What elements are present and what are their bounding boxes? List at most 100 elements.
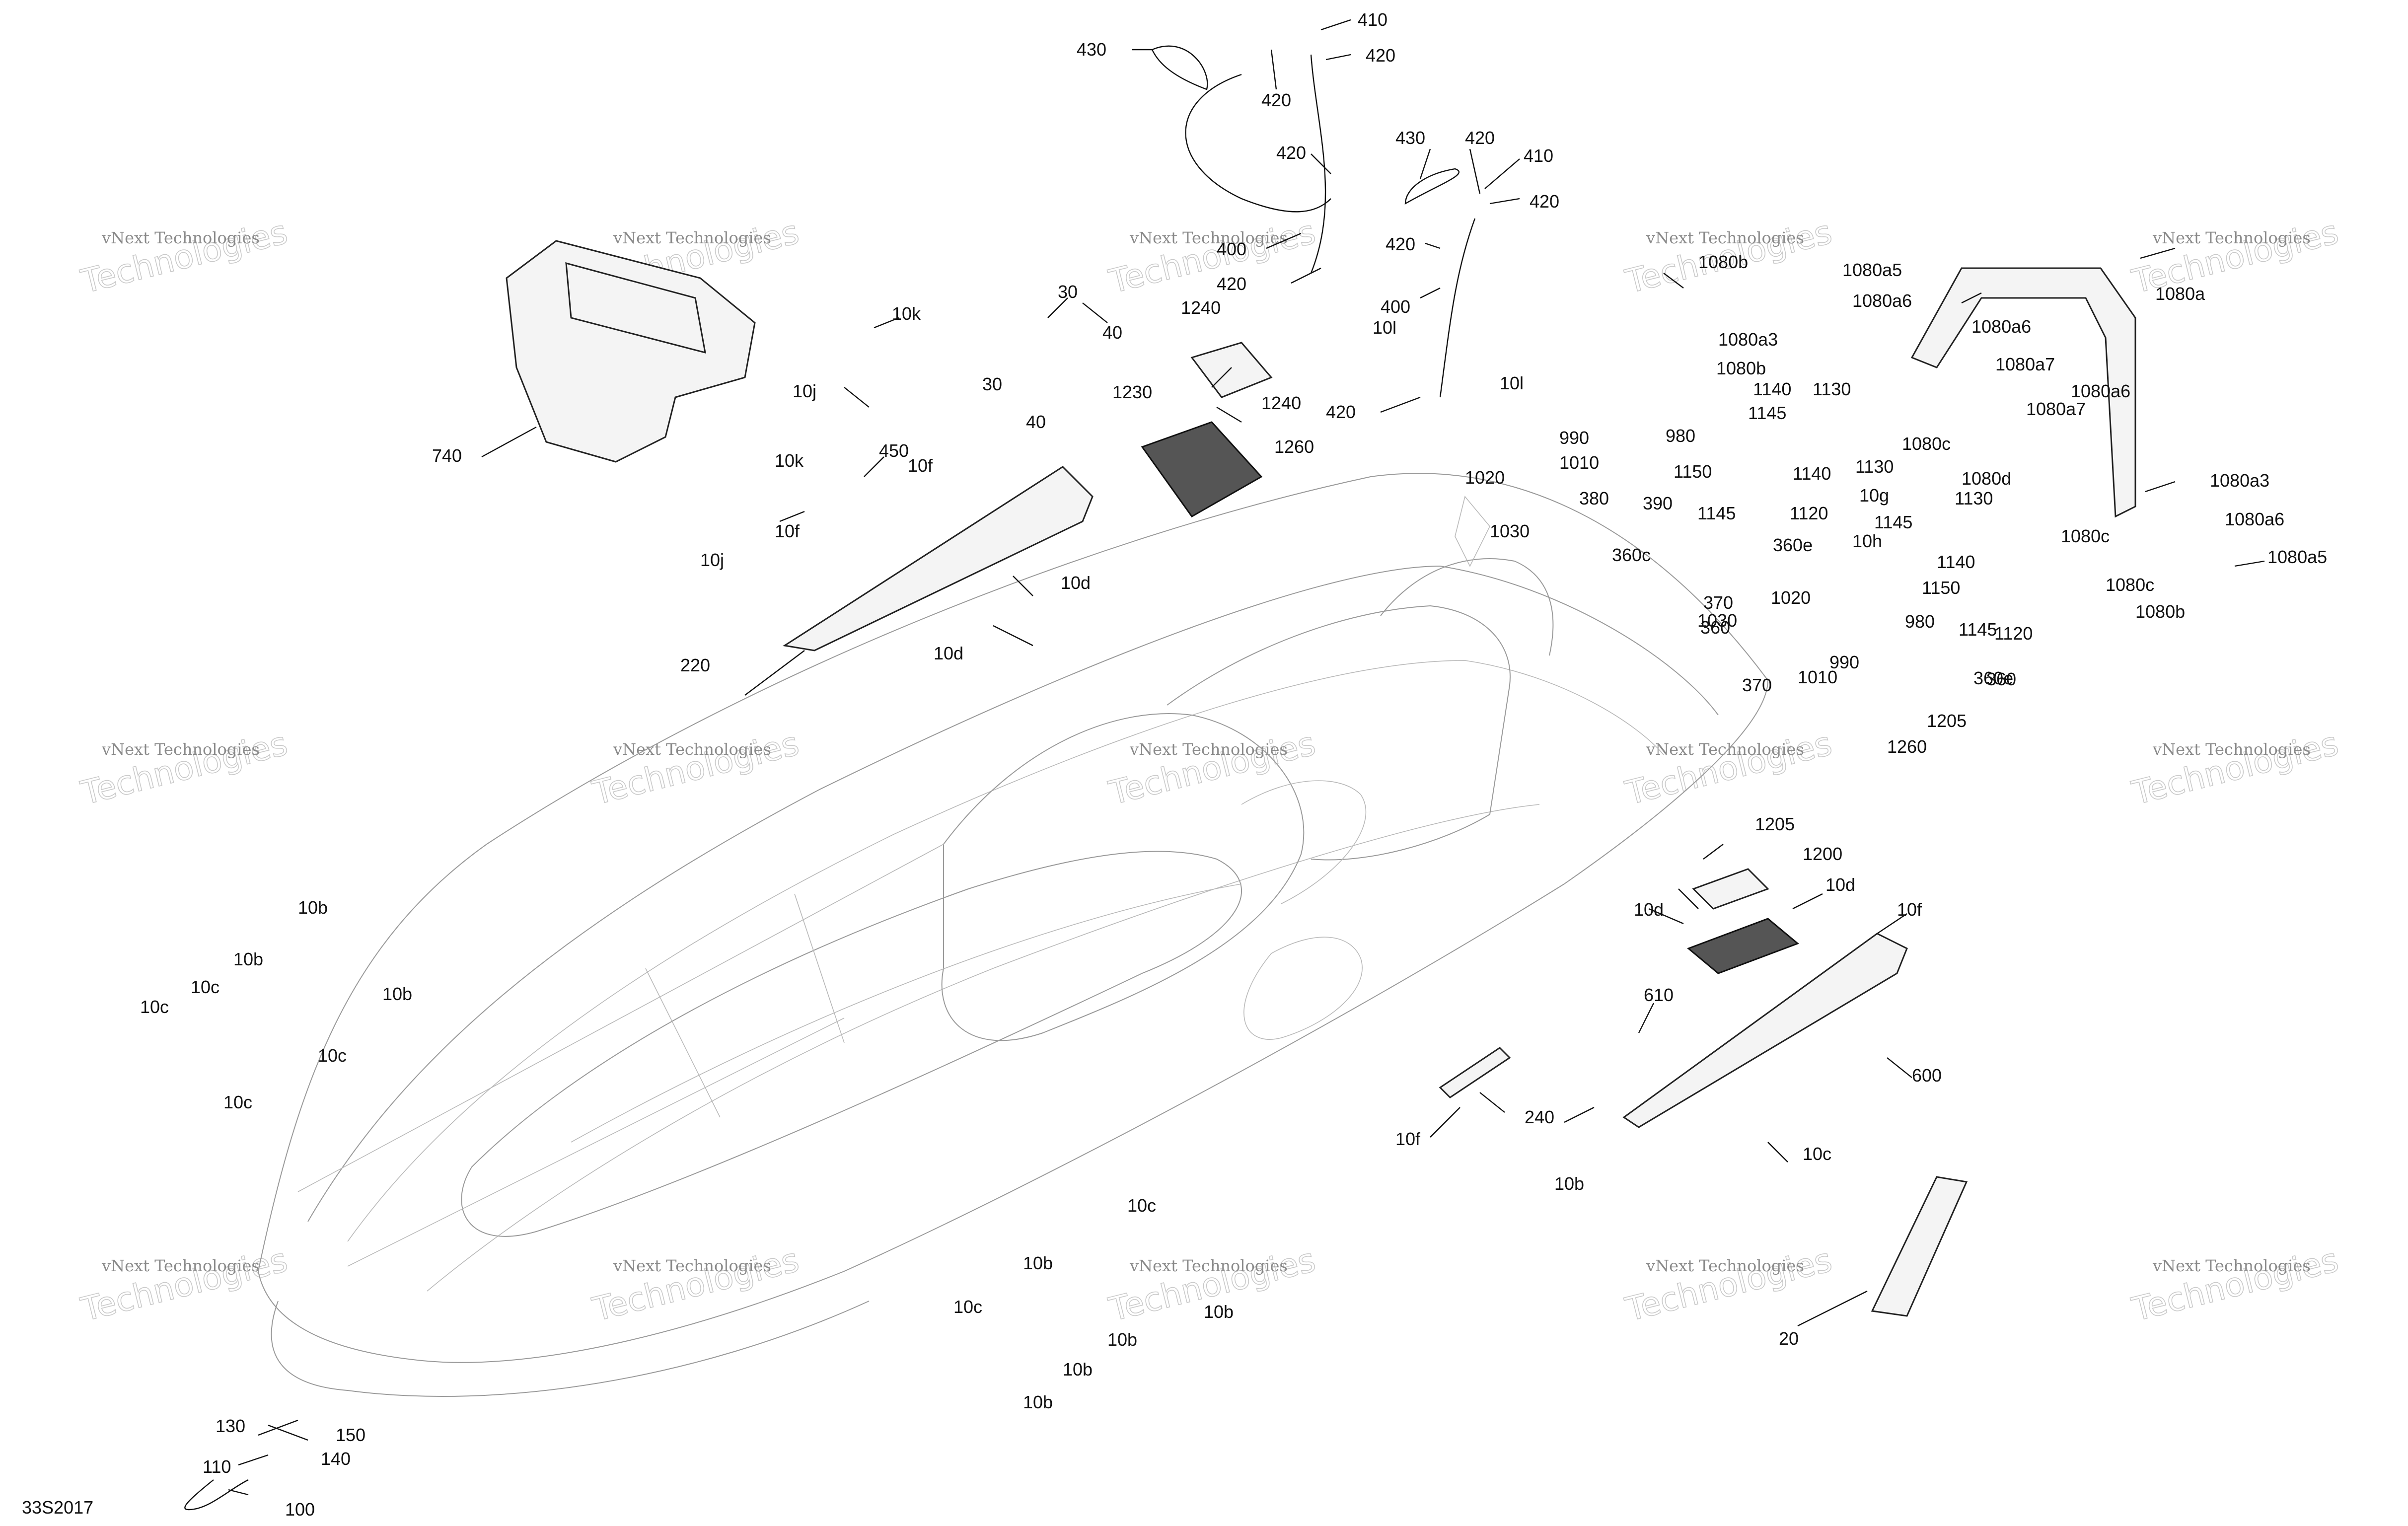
callout: 1080a5 bbox=[2267, 547, 2327, 567]
callout: 420 bbox=[1386, 234, 1415, 254]
callout: 1080a6 bbox=[1852, 291, 1912, 311]
callout: 1130 bbox=[1813, 379, 1851, 399]
callout: 1080b bbox=[2135, 601, 2185, 622]
callout: 1145 bbox=[1748, 403, 1786, 423]
callout: 420 bbox=[1326, 402, 1356, 422]
callout: 240 bbox=[1525, 1107, 1554, 1127]
callout: 1205 bbox=[1755, 814, 1795, 834]
watermark-text-large: Technologies bbox=[1105, 213, 1319, 301]
callout: 10c bbox=[140, 997, 169, 1017]
handle-1080a bbox=[1910, 267, 2136, 518]
callout: 990 bbox=[1829, 652, 1859, 672]
callout: 10c bbox=[1127, 1195, 1156, 1216]
plate-1200 bbox=[1687, 918, 1799, 974]
callout: 1140 bbox=[1793, 463, 1831, 484]
callout: 100 bbox=[285, 1499, 315, 1520]
callout: 1080a5 bbox=[1842, 260, 1902, 280]
callout: 1240 bbox=[1261, 393, 1301, 413]
callout: 1120 bbox=[1790, 503, 1828, 523]
callout: 360e bbox=[1773, 535, 1813, 555]
callout: 1080a6 bbox=[2071, 381, 2130, 401]
callout: 10c bbox=[223, 1092, 252, 1112]
watermark-text-large: Technologies bbox=[588, 724, 803, 812]
callout: 1130 bbox=[1855, 456, 1894, 477]
callout: 10k bbox=[775, 450, 804, 471]
callout: 10b bbox=[298, 897, 328, 918]
watermark-text-large: Technologies bbox=[77, 1240, 291, 1329]
callout: 1030 bbox=[1697, 610, 1737, 631]
callout: 1010 bbox=[1798, 667, 1837, 687]
callout: 420 bbox=[1465, 128, 1495, 148]
callout: 10k bbox=[892, 303, 921, 324]
callout: 1260 bbox=[1274, 436, 1314, 457]
callout: 980 bbox=[1905, 611, 1935, 632]
callout: 420 bbox=[1530, 191, 1559, 212]
callout: 1240 bbox=[1181, 297, 1221, 318]
callout: 10b bbox=[1063, 1359, 1093, 1380]
watermark-text-large: Technologies bbox=[1105, 724, 1319, 812]
callout: 1080a3 bbox=[2210, 470, 2269, 491]
watermark-text: vNext Technologies bbox=[1646, 1256, 1804, 1275]
watermark-text: vNext Technologies bbox=[613, 1256, 771, 1275]
callout: 220 bbox=[680, 655, 710, 675]
callout: 1140 bbox=[1937, 552, 1975, 572]
callout: 1140 bbox=[1753, 379, 1791, 399]
callout: 10b bbox=[1204, 1302, 1234, 1322]
callout: 10h bbox=[1852, 531, 1882, 551]
callout: 30 bbox=[982, 374, 1002, 394]
callout: 1030 bbox=[1490, 521, 1530, 541]
plate-1260-mid bbox=[1692, 868, 1769, 910]
plate-1230 bbox=[1141, 421, 1263, 517]
watermark-text: vNext Technologies bbox=[101, 1256, 260, 1275]
callout: 150 bbox=[336, 1425, 365, 1445]
watermark-text-large: Technologies bbox=[77, 213, 291, 301]
watermark-text-large: Technologies bbox=[2128, 724, 2342, 812]
callout: 10c bbox=[318, 1045, 347, 1066]
grip-600 bbox=[1439, 1047, 1511, 1098]
callout: 10b bbox=[382, 984, 412, 1004]
watermark-text: vNext Technologies bbox=[2152, 740, 2311, 759]
callout: 1260 bbox=[1887, 736, 1927, 757]
callout: 1080a6 bbox=[2225, 509, 2284, 529]
callout: 980 bbox=[1666, 426, 1695, 446]
watermark-text: vNext Technologies bbox=[2152, 1256, 2311, 1275]
callout: 1150 bbox=[1922, 578, 1960, 598]
callout: 1080c bbox=[1902, 434, 1951, 454]
callout: 10j bbox=[793, 381, 816, 401]
callout: 130 bbox=[216, 1416, 245, 1436]
watermark-text-large: Technologies bbox=[588, 1240, 803, 1329]
callout: 10d bbox=[1634, 899, 1664, 920]
callout: 110 bbox=[203, 1456, 231, 1477]
callout: 360 bbox=[1700, 617, 1730, 638]
callout: 990 bbox=[1559, 428, 1589, 448]
callout: 1080c bbox=[2106, 575, 2154, 595]
callout: 1080b bbox=[1716, 358, 1766, 378]
callout: 10f bbox=[1897, 899, 1922, 920]
callout: 1230 bbox=[1112, 382, 1152, 402]
callout: 10g bbox=[1859, 485, 1889, 506]
callout: 40 bbox=[1026, 412, 1046, 432]
callout: 1080b bbox=[1698, 252, 1748, 272]
watermark-text: vNext Technologies bbox=[1129, 740, 1288, 759]
callout: 740 bbox=[432, 445, 462, 466]
callout: 1080c bbox=[2061, 526, 2110, 546]
callout: 400 bbox=[1381, 296, 1410, 317]
plate-1260-top bbox=[1190, 342, 1273, 398]
callout: 140 bbox=[321, 1449, 351, 1469]
callout: 400 bbox=[1217, 239, 1246, 259]
callout: 1080a7 bbox=[1995, 354, 2055, 374]
callout: 10j bbox=[700, 550, 724, 570]
callout: 1205 bbox=[1927, 711, 1967, 731]
watermark-text: vNext Technologies bbox=[1646, 740, 1804, 759]
callout: 420 bbox=[1261, 90, 1291, 110]
callout: 420 bbox=[1276, 143, 1306, 163]
tow-hook-20 bbox=[1871, 1176, 1968, 1317]
